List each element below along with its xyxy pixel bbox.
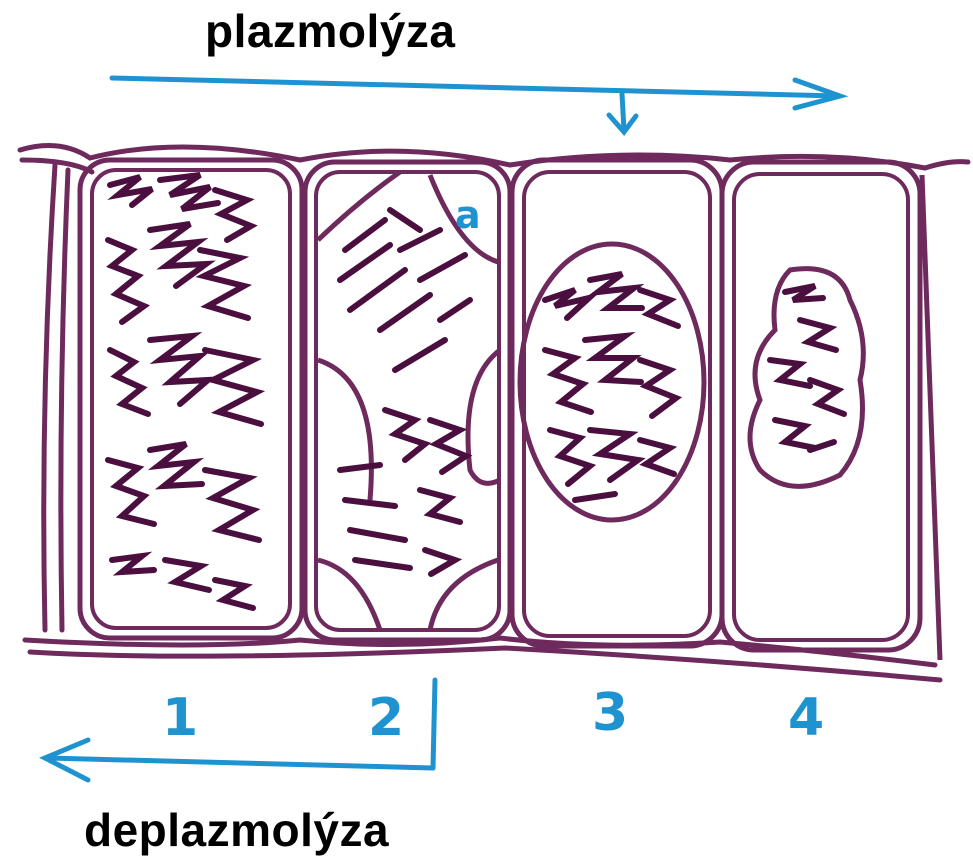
cell-number-1: 1: [162, 688, 198, 748]
cell-number-3: 3: [592, 683, 628, 743]
neighbor-cell-wall: [922, 175, 940, 660]
plasmolysis-arrow: [112, 78, 840, 132]
cell-number-4: 4: [788, 688, 824, 748]
cell-3: [512, 160, 722, 646]
cell-numbers: 1 2 3 4: [162, 683, 824, 748]
cell-number-2: 2: [368, 688, 404, 748]
marker-a: a: [455, 193, 481, 237]
cell-4: [722, 162, 920, 650]
cell-1: [80, 160, 302, 638]
